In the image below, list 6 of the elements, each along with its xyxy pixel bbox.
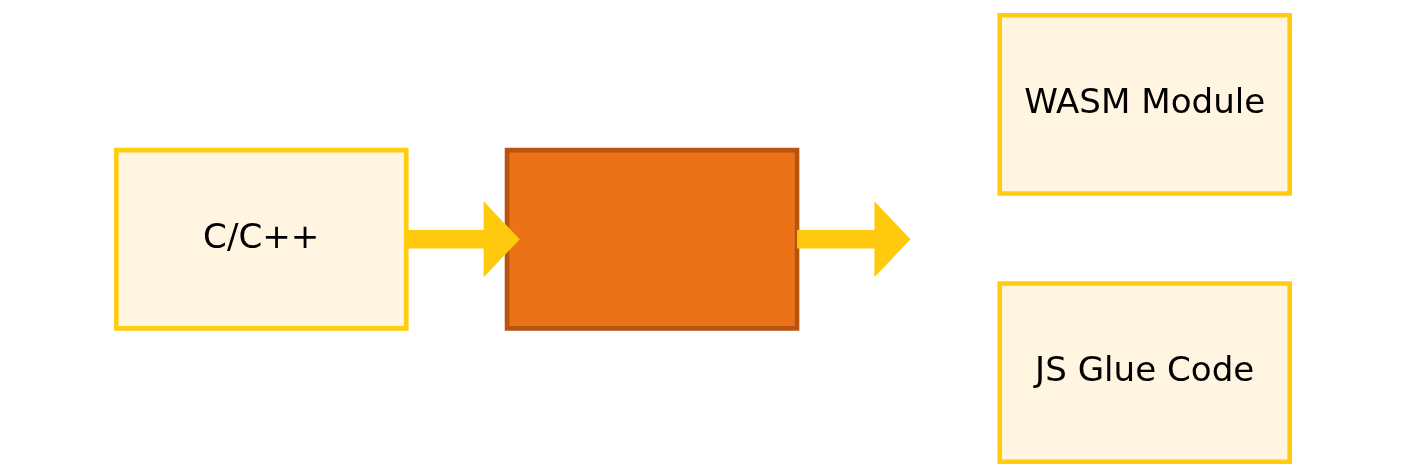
node-box: C/C++ [113,147,409,331]
node-box: JS Glue Code [996,280,1292,464]
arrow [406,200,520,277]
node-box [504,147,799,331]
node-box: WASM Module [996,12,1292,196]
arrow [796,200,911,277]
